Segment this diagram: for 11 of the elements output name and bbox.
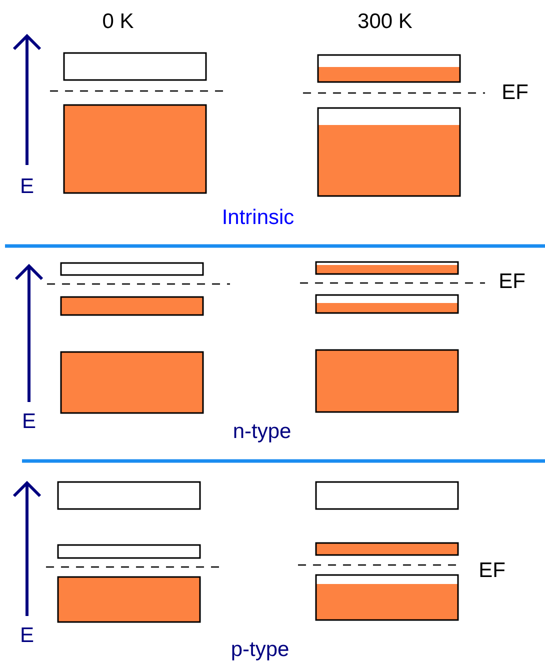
fermi-level-label: EF bbox=[502, 81, 528, 105]
temperature-label: 300 K bbox=[358, 10, 412, 34]
section-title: n-type bbox=[232, 420, 292, 444]
axis-label: E bbox=[22, 410, 36, 434]
section-title: p-type bbox=[230, 638, 290, 662]
axis-label: E bbox=[20, 175, 34, 199]
temperature-label: 0 K bbox=[102, 10, 134, 34]
fermi-level-label: EF bbox=[478, 559, 506, 583]
section-title: Intrinsic bbox=[222, 206, 294, 230]
fermi-level-label: EF bbox=[498, 270, 526, 294]
axis-label: E bbox=[20, 624, 34, 648]
